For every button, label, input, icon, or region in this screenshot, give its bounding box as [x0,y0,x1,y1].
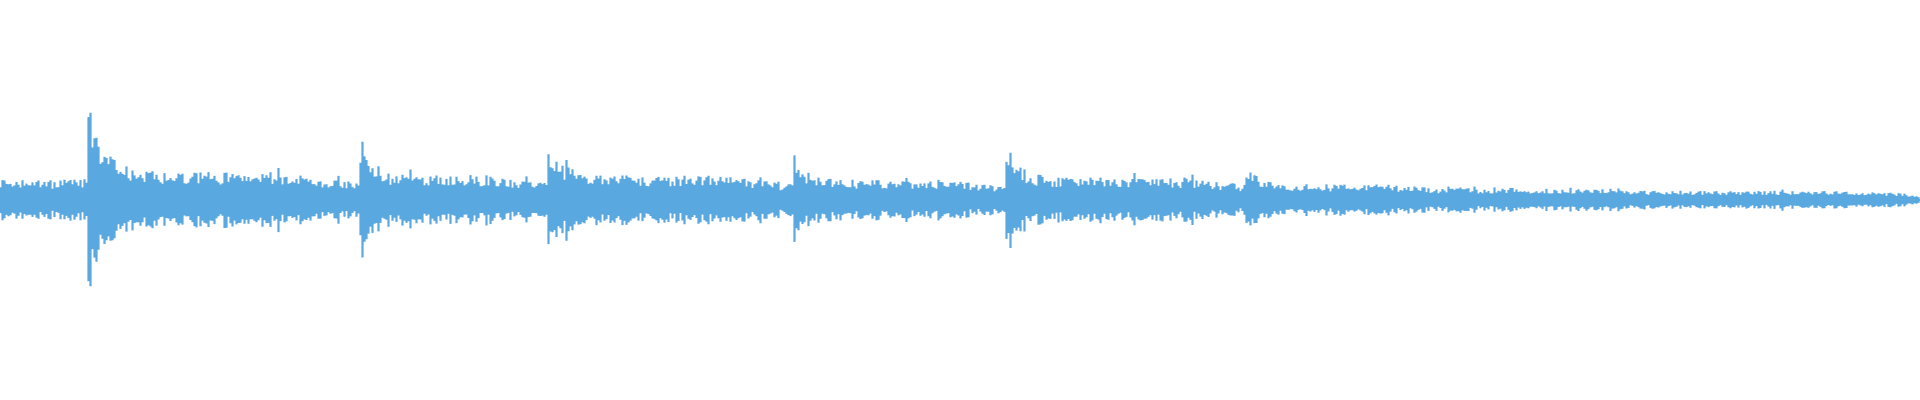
waveform-bars [0,112,1920,287]
waveform-baseline [0,199,1920,201]
